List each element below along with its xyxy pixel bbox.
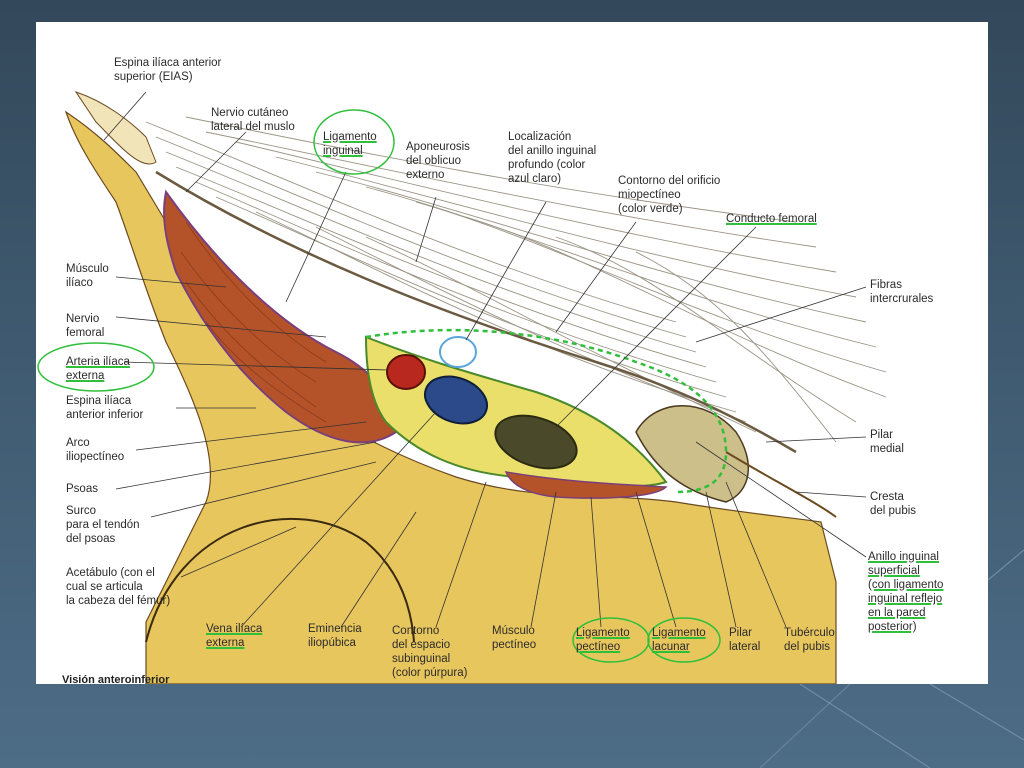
label-contorno-espacio: Contorno del espacio subinguinal (color …	[392, 625, 468, 679]
label-musculo-pectineo: Músculo pectíneo	[492, 625, 537, 651]
label-cresta: Cresta del pubis	[870, 491, 917, 517]
label-eminencia: Eminencia iliopúbica	[308, 623, 362, 649]
label-ligamento-inguinal: Ligamento inguinal	[323, 131, 377, 157]
deep-inguinal-ring	[439, 336, 477, 368]
label-musculo-iliaco: Músculo ilíaco	[66, 263, 109, 289]
label-ligamento-lacunar: Ligamento lacunar	[652, 627, 706, 653]
label-psoas: Psoas	[66, 483, 98, 495]
label-espina-inferior: Espina ilíaca anterior inferior	[66, 395, 144, 421]
label-eias: Espina ilíaca anterior superior (EIAS)	[114, 57, 222, 83]
view-caption: Visión anteroinferior	[62, 674, 170, 684]
label-nervio-cutaneo: Nervio cutáneo lateral del muslo	[211, 107, 295, 133]
iliacus-muscle	[163, 189, 398, 444]
label-ligamento-pectineo: Ligamento pectíneo	[576, 627, 630, 653]
label-arteria-iliaca: Arteria ilíaca externa	[66, 356, 130, 382]
label-acetabulo: Acetábulo (con el cual se articula la ca…	[66, 567, 171, 607]
label-contorno-orificio: Contorno del orificio miopectíneo (color…	[618, 175, 721, 215]
acetabulum-rim	[145, 517, 415, 643]
label-tuberculo: Tubérculo del pubis	[784, 627, 835, 653]
label-anillo-superficial: Anillo inguinal superficial (con ligamen…	[868, 551, 944, 633]
pubic-crest	[725, 451, 837, 518]
label-fibras: Fibras intercrurales	[870, 279, 934, 305]
label-nervio-femoral: Nervio femoral	[66, 313, 105, 339]
label-aponeurosis: Aponeurosis del oblicuo externo	[406, 141, 470, 181]
label-pilar-medial: Pilar medial	[870, 429, 904, 455]
aponeurosis-fibers	[145, 116, 887, 443]
external-iliac-vein	[424, 375, 488, 425]
label-surco: Surco para el tendón del psoas	[66, 505, 140, 545]
femoral-canal	[494, 414, 578, 470]
external-iliac-artery	[386, 354, 426, 390]
asis-region	[74, 91, 157, 165]
green-highlights	[37, 109, 721, 663]
label-pilar-lateral: Pilar lateral	[729, 627, 761, 653]
pectineus-muscle	[504, 471, 668, 499]
anatomy-illustration	[37, 91, 887, 684]
leader-lines	[103, 91, 867, 628]
superficial-inguinal-ring	[635, 405, 750, 503]
label-conducto-femoral: Conducto femoral	[726, 213, 817, 225]
label-vena-iliaca: Vena ilíaca externa	[206, 623, 263, 649]
label-arco: Arco iliopectíneo	[66, 437, 125, 463]
label-localizacion: Localización del anillo inguinal profund…	[508, 131, 597, 185]
figure-panel: Espina ilíaca anterior superior (EIAS) N…	[36, 22, 988, 684]
myopectineal-orifice-outline	[365, 328, 728, 494]
inguinal-ligament	[155, 170, 797, 454]
